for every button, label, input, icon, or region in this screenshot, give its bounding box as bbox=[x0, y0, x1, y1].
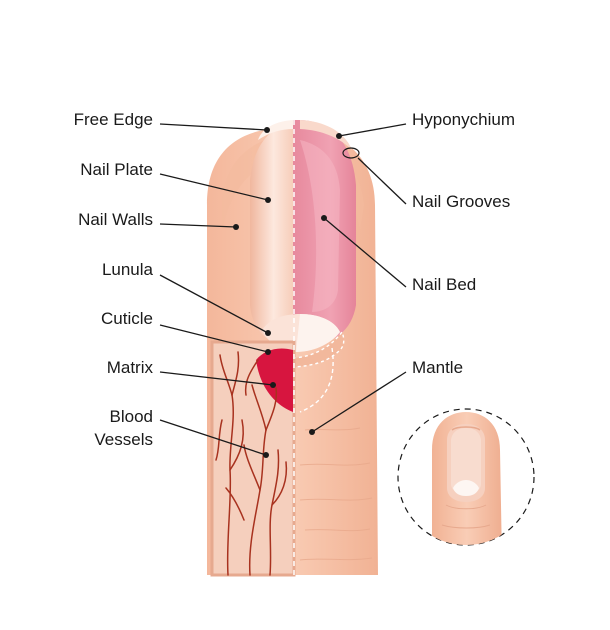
skin-creases bbox=[299, 427, 373, 561]
matrix bbox=[256, 348, 293, 412]
mantle-outline bbox=[299, 347, 334, 413]
cuticle-outline bbox=[292, 330, 345, 368]
hyponychium-rim bbox=[300, 120, 352, 150]
label-nail-grooves: Nail Grooves bbox=[412, 192, 510, 211]
lunula-right bbox=[296, 314, 340, 352]
free-edge bbox=[258, 120, 293, 140]
nail-bed-highlight bbox=[300, 140, 340, 312]
inset-finger-illustration bbox=[397, 408, 535, 546]
leader-lines bbox=[159, 123, 407, 458]
label-blood-line2: Vessels bbox=[94, 430, 153, 449]
left-labels: Free Edge Nail Plate Nail Walls Lunula C… bbox=[74, 110, 154, 449]
label-hyponychium: Hyponychium bbox=[412, 110, 515, 129]
label-nail-bed: Nail Bed bbox=[412, 275, 476, 294]
label-lunula: Lunula bbox=[102, 260, 154, 279]
label-mantle: Mantle bbox=[412, 358, 463, 377]
blood-vessels bbox=[215, 351, 288, 576]
right-labels: Hyponychium Nail Grooves Nail Bed Mantle bbox=[412, 110, 515, 377]
nail-grooves-marker bbox=[342, 147, 360, 159]
label-matrix: Matrix bbox=[107, 358, 154, 377]
finger-illustration bbox=[207, 120, 378, 577]
label-free-edge: Free Edge bbox=[74, 110, 153, 129]
label-blood-line1: Blood bbox=[110, 407, 153, 426]
label-nail-plate: Nail Plate bbox=[80, 160, 153, 179]
label-nail-walls: Nail Walls bbox=[78, 210, 153, 229]
nail-plate-left bbox=[250, 124, 293, 348]
label-cuticle: Cuticle bbox=[101, 309, 153, 328]
